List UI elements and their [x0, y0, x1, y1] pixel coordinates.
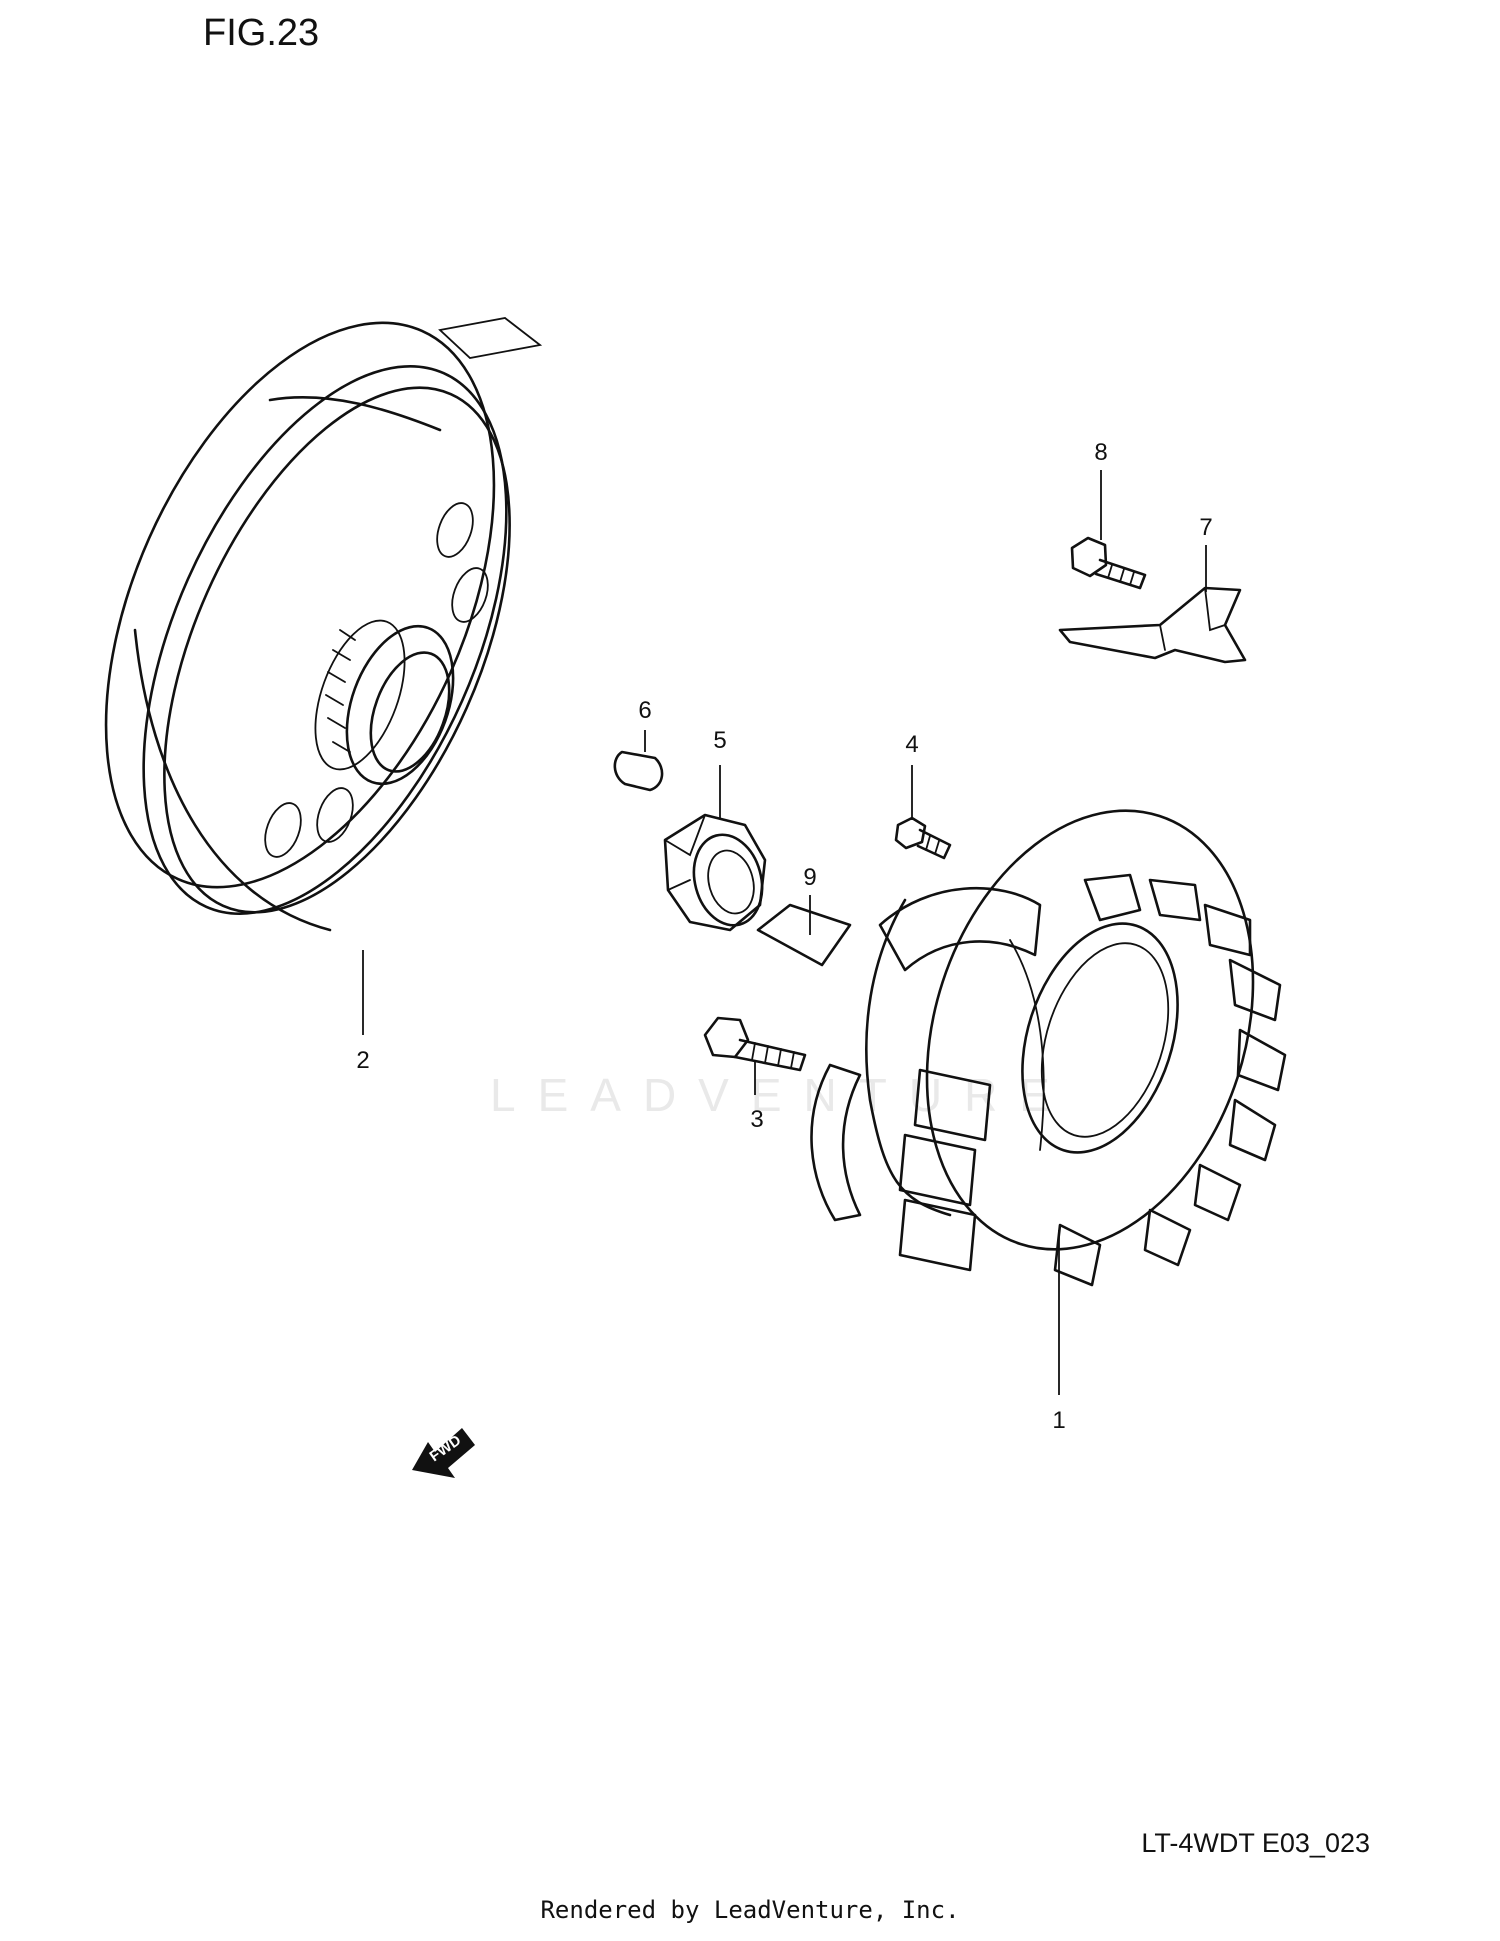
- callout-1: 1: [1052, 1407, 1065, 1434]
- woodruff-key[interactable]: [613, 750, 664, 792]
- fwd-arrow-icon: FWD: [412, 1428, 475, 1478]
- clamp-bolt[interactable]: [1070, 536, 1147, 590]
- stator-coil[interactable]: [810, 768, 1306, 1292]
- wire-clamp[interactable]: [1058, 586, 1247, 664]
- footer-credit: Rendered by LeadVenture, Inc.: [540, 1896, 960, 1924]
- rotor-nut[interactable]: [663, 813, 772, 933]
- callout-3: 3: [750, 1106, 763, 1133]
- callout-5: 5: [713, 727, 726, 754]
- callout-6: 6: [638, 697, 651, 724]
- callout-8: 8: [1094, 439, 1107, 466]
- callout-2: 2: [356, 1047, 369, 1074]
- figure-title: FIG.23: [203, 12, 320, 54]
- callout-9: 9: [803, 864, 816, 891]
- callout-7: 7: [1199, 514, 1212, 541]
- callout-4: 4: [905, 731, 918, 758]
- flywheel-rotor[interactable]: [27, 264, 581, 968]
- label[interactable]: [756, 903, 852, 967]
- stator-bolt[interactable]: [703, 1016, 807, 1072]
- diagram-code: LT-4WDT E03_023: [1141, 1828, 1370, 1858]
- screw[interactable]: [894, 816, 952, 860]
